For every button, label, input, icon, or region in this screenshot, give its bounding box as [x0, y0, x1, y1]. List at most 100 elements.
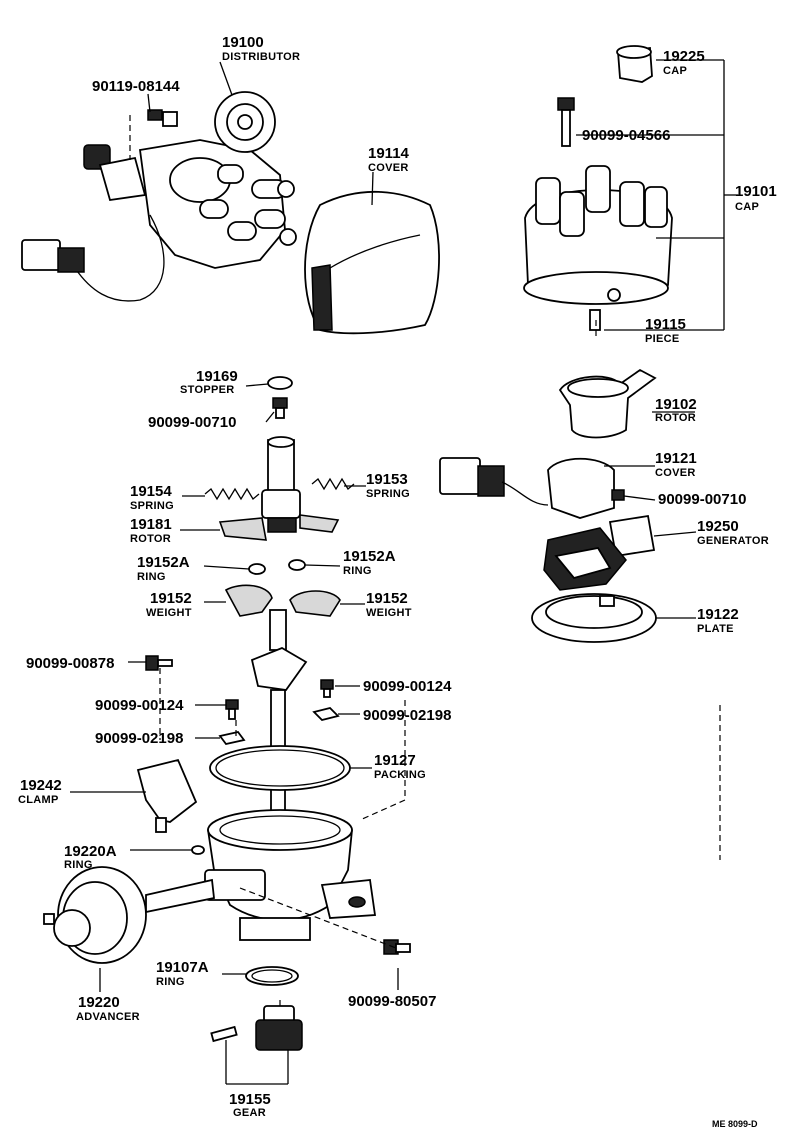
- part-number: 90099-00878: [26, 655, 114, 672]
- screw-90099-04566-drawing: [557, 97, 575, 147]
- cover-19114-drawing: [304, 190, 440, 335]
- label-90099-80507: 90099-80507: [348, 993, 436, 1010]
- part-name: PLATE: [697, 623, 734, 635]
- label-19115: 19115 PIECE: [645, 316, 686, 345]
- part-number: 90099-00710: [658, 491, 746, 508]
- part-number: 19250: [697, 518, 739, 535]
- part-number: 90119-08144: [92, 78, 180, 95]
- part-number: 19115: [645, 316, 686, 333]
- diagram-code: ME 8099-D: [712, 1119, 758, 1129]
- part-number: 19102: [655, 396, 697, 413]
- label-19152-right: 19152 WEIGHT: [366, 590, 412, 619]
- distributor-housing-drawing: [204, 809, 377, 941]
- part-name: COVER: [655, 467, 696, 479]
- screw-90099-00710-drawing: [272, 397, 288, 419]
- part-number: 19107A: [156, 959, 209, 976]
- part-name: WEIGHT: [146, 607, 192, 619]
- label-19225: 19225 CAP: [663, 48, 705, 77]
- clamp-19242-drawing: [136, 758, 198, 833]
- part-name: ADVANCER: [76, 1011, 140, 1023]
- part-name: RING: [64, 859, 93, 871]
- part-number: 19225: [663, 48, 705, 65]
- piece-19115-drawing: [589, 309, 601, 331]
- part-number: 19121: [655, 450, 697, 467]
- part-name: RING: [156, 976, 185, 988]
- label-19100: 19100 DISTRIBUTOR: [222, 34, 300, 63]
- part-number: 90099-00710: [148, 414, 236, 431]
- part-name: PACKING: [374, 769, 426, 781]
- screw-90099-00878-drawing: [145, 655, 173, 671]
- plate-19122-drawing: [531, 593, 657, 643]
- label-19169: 19169 STOPPER: [180, 368, 238, 396]
- part-number: 19153: [366, 471, 408, 488]
- distributor-cap-19101-drawing: [523, 165, 673, 305]
- part-number: 19181: [130, 516, 172, 533]
- label-19220A: 19220A RING: [64, 843, 117, 871]
- label-19114: 19114 COVER: [368, 145, 410, 174]
- part-number: 19101: [735, 183, 777, 200]
- part-name: ROTOR: [130, 533, 171, 545]
- part-number: 90099-02198: [363, 707, 451, 724]
- part-number: 19114: [368, 145, 410, 162]
- label-90099-02198-right: 90099-02198: [363, 707, 451, 724]
- label-19181: 19181 ROTOR: [130, 516, 172, 545]
- part-number: 19220: [78, 994, 120, 1011]
- label-19152-left: 19152 WEIGHT: [146, 590, 192, 619]
- advancer-19220-drawing: [43, 866, 215, 964]
- part-number: 90099-00124: [363, 678, 452, 695]
- part-number: 90099-80507: [348, 993, 436, 1010]
- label-19127: 19127 PACKING: [374, 752, 426, 781]
- weight-19152-drawing: [224, 584, 341, 617]
- label-90099-00124-left: 90099-00124: [95, 697, 184, 714]
- label-90099-04566: 90099-04566: [582, 127, 670, 144]
- label-19153: 19153 SPRING: [366, 471, 410, 500]
- ring-19220A-drawing: [191, 845, 205, 855]
- part-name: COVER: [368, 162, 409, 174]
- part-number: 19242: [20, 777, 62, 794]
- part-name: WEIGHT: [366, 607, 412, 619]
- packing-19127-drawing: [209, 745, 351, 791]
- part-number: 90099-00124: [95, 697, 184, 714]
- generator-19250-drawing: [543, 514, 656, 591]
- spring-19153-drawing: [311, 477, 355, 491]
- label-19152A-left: 19152A RING: [137, 554, 190, 583]
- label-19101: 19101 CAP: [735, 183, 777, 213]
- generator-cover-19121-drawing: [547, 457, 615, 519]
- part-name: SPRING: [366, 488, 410, 500]
- part-name: DISTRIBUTOR: [222, 51, 300, 63]
- assembly-dashed-lines: [159, 320, 721, 1008]
- leader-lines: [70, 59, 738, 1085]
- label-90099-02198-left: 90099-02198: [95, 730, 183, 747]
- stopper-19169-drawing: [267, 376, 293, 390]
- part-number: 19169: [196, 368, 238, 385]
- distributor-assembly-drawing: [21, 91, 297, 302]
- part-number: 19154: [130, 483, 172, 500]
- washer-90099-02198-drawings: [218, 707, 340, 746]
- label-19107A: 19107A RING: [156, 959, 209, 988]
- label-19152A-right: 19152A RING: [343, 548, 396, 577]
- part-number: 19127: [374, 752, 416, 769]
- screw-90099-00710-right-drawing: [611, 489, 625, 501]
- part-name: RING: [343, 565, 372, 577]
- cap-19225-drawing: [616, 45, 653, 83]
- rotor-19102-drawing: [558, 368, 657, 439]
- screw-90099-80507-drawing: [383, 939, 411, 955]
- label-19154: 19154 SPRING: [130, 483, 174, 512]
- signal-connector-drawing: [439, 457, 549, 506]
- part-name: ROTOR: [655, 412, 696, 424]
- label-90099-00710-right: 90099-00710: [658, 491, 746, 508]
- label-19250: 19250 GENERATOR: [697, 518, 769, 547]
- label-90099-00878: 90099-00878: [26, 655, 114, 672]
- label-19122: 19122 PLATE: [697, 606, 739, 635]
- part-number: 19155: [229, 1091, 271, 1108]
- governor-shaft-drawing: [261, 436, 301, 533]
- part-name: GEAR: [233, 1107, 266, 1119]
- part-name: RING: [137, 571, 166, 583]
- label-90119-08144: 90119-08144: [92, 78, 180, 95]
- label-19121: 19121 COVER: [655, 450, 697, 479]
- part-number: 19152A: [137, 554, 190, 571]
- part-name: PIECE: [645, 333, 680, 345]
- label-90099-00124-right: 90099-00124: [363, 678, 452, 695]
- part-name: CLAMP: [18, 794, 59, 806]
